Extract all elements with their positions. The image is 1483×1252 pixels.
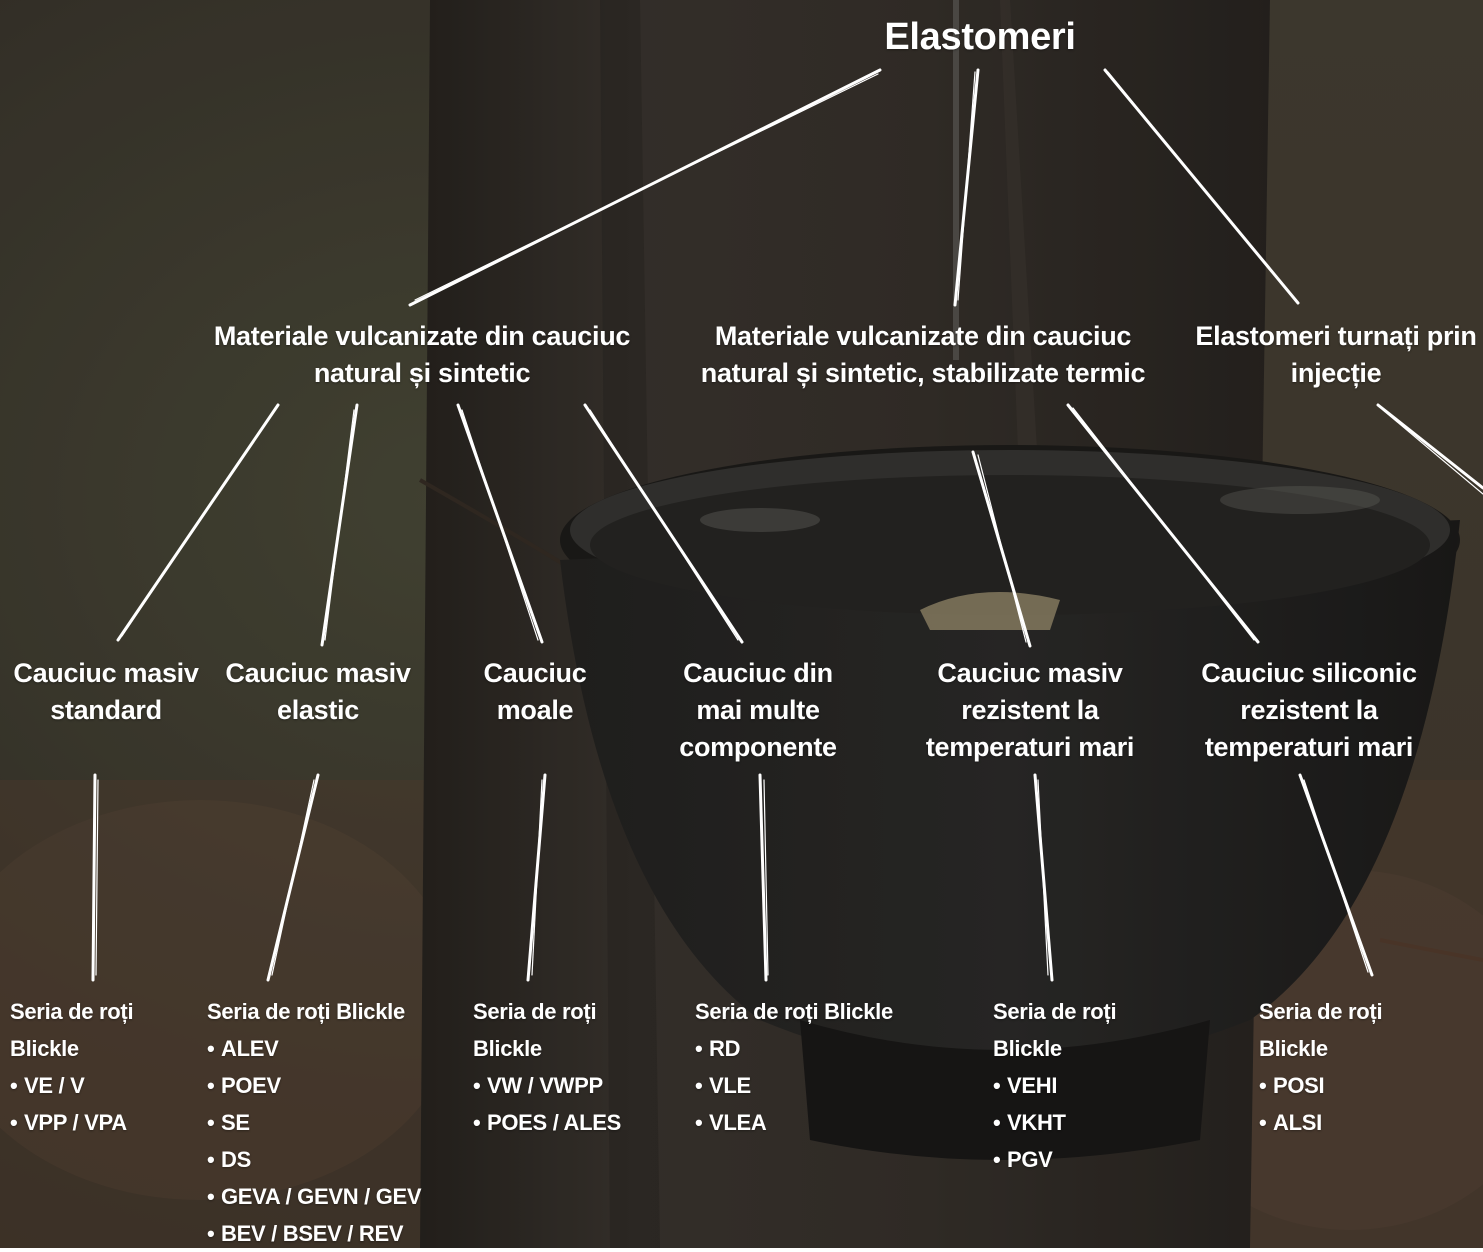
connector-g3-out	[1376, 403, 1483, 490]
series-item: •POEV	[207, 1073, 281, 1098]
series-heading: Seria de roți Blickle	[1259, 999, 1383, 1061]
group-node-vulcanized-heat-stabilized: Materiale vulcanizate din cauciuc natura…	[700, 321, 1146, 388]
connector-type-1-series-b	[95, 779, 99, 976]
series-items: •ALEV •POEV •SE •DS •GEVA / GEVN / GEV •…	[207, 1030, 447, 1252]
connector-g1-type-3-b	[461, 409, 539, 641]
connector-root-group-3-b	[1107, 71, 1296, 301]
series-item: •RD	[695, 1036, 741, 1061]
group-node-vulcanized: Materiale vulcanizate din cauciuc natura…	[213, 321, 631, 388]
series-item: •GEVA / GEVN / GEV	[207, 1184, 422, 1209]
series-list-high-temp-solid: Seria de roți Blickle •VEHI •VKHT •PGV	[993, 993, 1153, 1178]
connector-root-group-2-b	[957, 71, 976, 301]
series-item: •VKHT	[993, 1110, 1066, 1135]
series-items: •VEHI •VKHT •PGV	[993, 1067, 1153, 1178]
connector-type-1-series	[91, 773, 97, 982]
series-item: •VE / V	[10, 1073, 85, 1098]
series-item: •ALSI	[1259, 1110, 1322, 1135]
connector-g1-type-1-b	[121, 409, 275, 637]
type-node-soft-rubber: Cauciuc moale	[483, 658, 587, 725]
group-node-injection-molded: Elastomeri turnați prin injecție	[1195, 321, 1477, 388]
connector-type-5-series-b	[1037, 779, 1049, 976]
series-heading: Seria de roți Blickle	[695, 999, 893, 1024]
connector-root-group-1-b	[414, 73, 879, 301]
type-node-high-temp-solid-rubber: Cauciuc masiv rezistent la temperaturi m…	[925, 658, 1135, 762]
series-heading: Seria de roți Blickle	[207, 999, 405, 1024]
connector-type-4-series-b	[763, 779, 769, 976]
connector-g1-type-2-b	[324, 409, 355, 641]
series-item: •ALEV	[207, 1036, 279, 1061]
connector-g1-type-4-b	[589, 409, 739, 641]
series-list-multi-component: Seria de roți Blickle •RD •VLE •VLEA	[695, 993, 935, 1141]
connector-type-2-series-b	[271, 779, 315, 976]
series-items: •POSI •ALSI	[1259, 1067, 1419, 1141]
series-heading: Seria de roți Blickle	[10, 999, 134, 1061]
connector-g2-type-5-b	[977, 454, 1027, 643]
series-item: •SE	[207, 1110, 250, 1135]
type-node-elastic-solid-rubber: Cauciuc masiv elastic	[225, 658, 411, 725]
connector-type-6-series-b	[1303, 779, 1369, 973]
root-node-title: Elastomeri	[884, 16, 1076, 58]
series-items: •RD •VLE •VLEA	[695, 1030, 935, 1141]
connector-type-3-series-b	[531, 779, 543, 976]
connector-type-4-series	[758, 773, 768, 982]
series-item: •POSI	[1259, 1073, 1325, 1098]
type-node-high-temp-silicone-rubber: Cauciuc siliconic rezistent la temperatu…	[1201, 658, 1417, 762]
series-list-standard: Seria de roți Blickle •VE / V •VPP / VPA	[10, 993, 170, 1141]
series-list-elastic: Seria de roți Blickle •ALEV •POEV •SE •D…	[207, 993, 447, 1252]
connector-g3-out-b	[1382, 409, 1483, 495]
series-item: •BEV / BSEV / REV	[207, 1221, 404, 1246]
series-item: •DS	[207, 1147, 251, 1172]
type-node-multi-component-rubber: Cauciuc din mai multe componente	[679, 658, 837, 762]
series-list-soft: Seria de roți Blickle •VW / VWPP •POES /…	[473, 993, 633, 1141]
series-item: •VW / VWPP	[473, 1073, 603, 1098]
connector-g2-type-6-b	[1072, 407, 1255, 641]
series-heading: Seria de roți Blickle	[473, 999, 597, 1061]
series-list-high-temp-silicone: Seria de roți Blickle •POSI •ALSI	[1259, 993, 1419, 1141]
series-item: •POES / ALES	[473, 1110, 622, 1135]
series-item: •VLEA	[695, 1110, 767, 1135]
connector-g2-type-5	[971, 450, 1032, 648]
series-item: •PGV	[993, 1147, 1053, 1172]
type-node-standard-solid-rubber: Cauciuc masiv standard	[13, 658, 199, 725]
series-items: •VW / VWPP •POES / ALES	[473, 1067, 633, 1141]
series-heading: Seria de roți Blickle	[993, 999, 1117, 1061]
series-item: •VEHI	[993, 1073, 1058, 1098]
series-items: •VE / V •VPP / VPA	[10, 1067, 170, 1141]
series-item: •VLE	[695, 1073, 751, 1098]
series-item: •VPP / VPA	[10, 1110, 127, 1135]
